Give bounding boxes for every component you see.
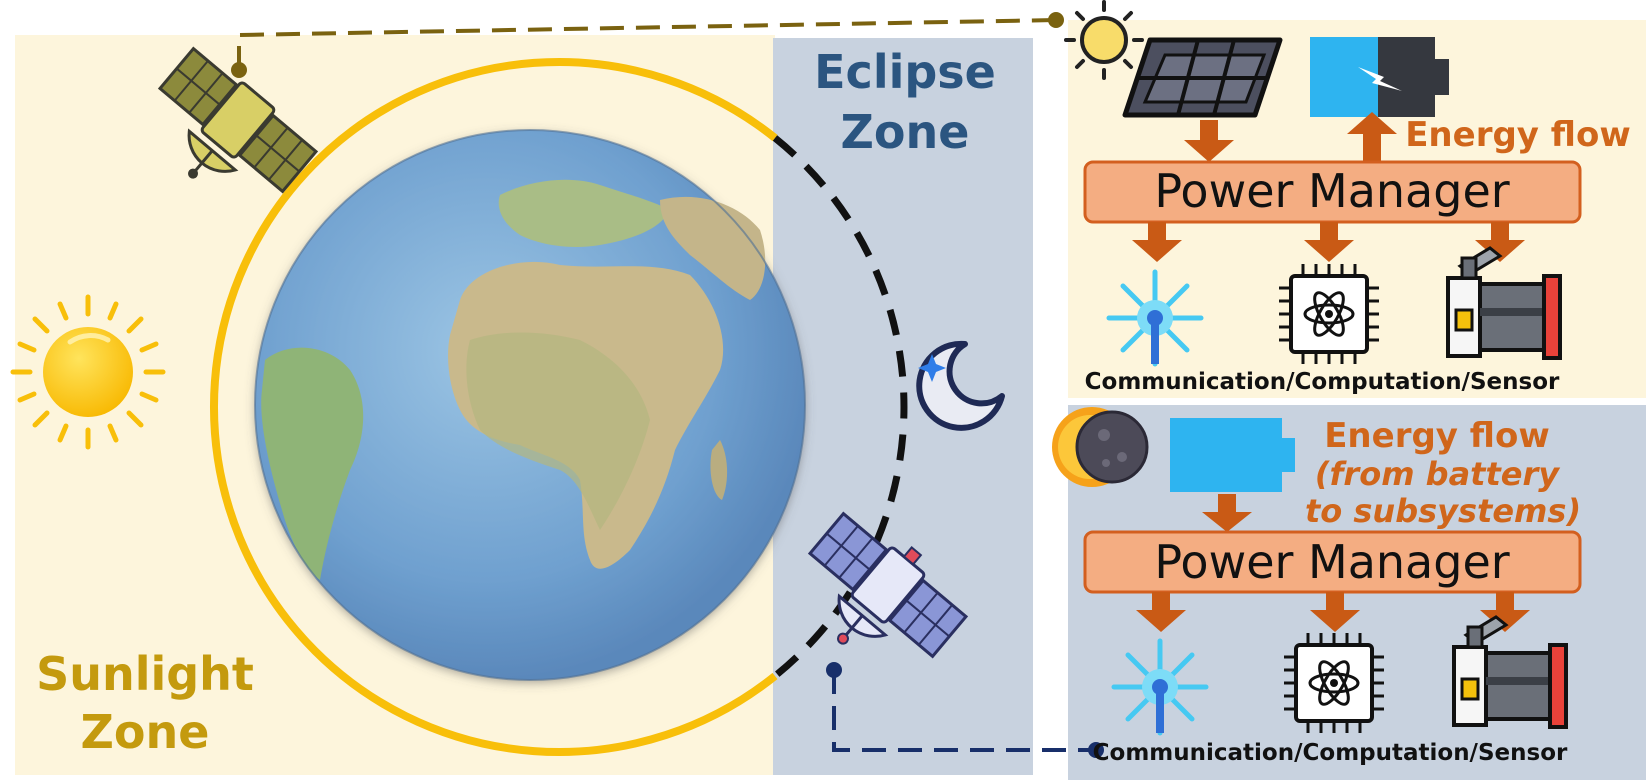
battery-icon [1170,418,1295,492]
sun-icon [10,294,166,450]
camera-icon [1446,246,1562,360]
sun-icon [1064,0,1144,80]
earth-globe [254,129,806,681]
antenna-icon [1111,638,1209,736]
atom-chip-icon [1279,264,1379,364]
eclipse-zone-title-line2: Zone [841,105,970,159]
camera-icon [1452,615,1568,729]
energy-arrow-panel-to-manager [1184,120,1234,162]
orbit-sunlit-arc [210,58,778,756]
sunlight-zone-title-line1: Sunlight [36,647,254,701]
subsystems-label-sunlit: Communication/Computation/Sensor [1085,369,1560,395]
eclipse-zone-title-line1: Eclipse [814,45,996,99]
moon-icon [916,340,1005,431]
solar-panel-icon [1122,37,1283,118]
energy-flow-label-eclipse-line2: (from battery [1315,455,1560,493]
satellite-link-eclipse [826,662,1104,758]
power-manager-label-sunlit: Power Manager [1154,164,1509,218]
eclipse-icon [1052,407,1149,487]
antenna-icon [1106,269,1204,367]
energy-flow-label: Energy flow [1405,115,1631,155]
atom-chip-icon [1284,633,1384,733]
energy-arrow-manager-to-battery [1347,112,1397,162]
power-manager-label-eclipse: Power Manager [1154,535,1509,589]
orbit-eclipse-arc [772,135,908,679]
energy-arrow-battery-to-manager [1202,494,1252,532]
energy-flow-label-eclipse-line1: Energy flow [1324,416,1550,456]
sunlight-zone-title-line2: Zone [81,705,210,759]
subsystems-label-eclipse: Communication/Computation/Sensor [1093,740,1568,766]
satellite-link-sunlit [231,12,1064,78]
energy-flow-label-eclipse-line3: to subsystems) [1305,492,1581,530]
energy-arrows-to-subsystems-eclipse [1136,592,1530,632]
satellite-icon [157,46,319,194]
battery-icon [1310,37,1449,117]
satellite-icon [807,511,969,659]
energy-arrows-to-subsystems-sunlit [1132,222,1525,262]
